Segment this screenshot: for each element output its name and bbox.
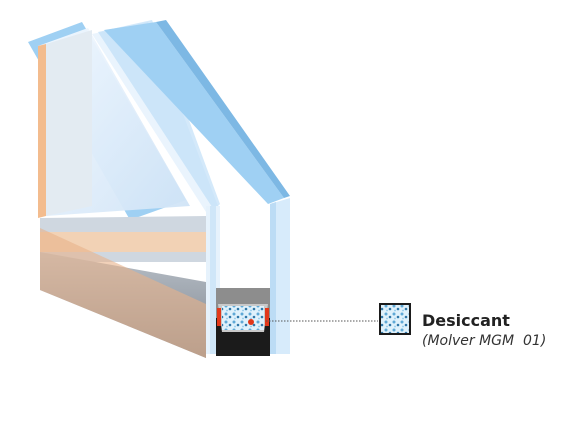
legend-subtitle: (Molver MGM 01) [422,333,547,349]
red-seal-right [265,308,269,326]
front-glass-pane [104,20,290,354]
desiccant-fill [222,306,264,330]
unit-bottom-frame [40,216,206,358]
legend-title: Desiccant [422,311,510,330]
spacer-bar-section [206,206,270,356]
inner-glass-pane [92,20,220,212]
desiccant-swatch-icon [379,303,411,335]
desiccant-legend: Desiccant (Molver MGM 01) [422,311,546,351]
red-seal-left [217,308,221,326]
back-glass-pane [28,22,190,220]
